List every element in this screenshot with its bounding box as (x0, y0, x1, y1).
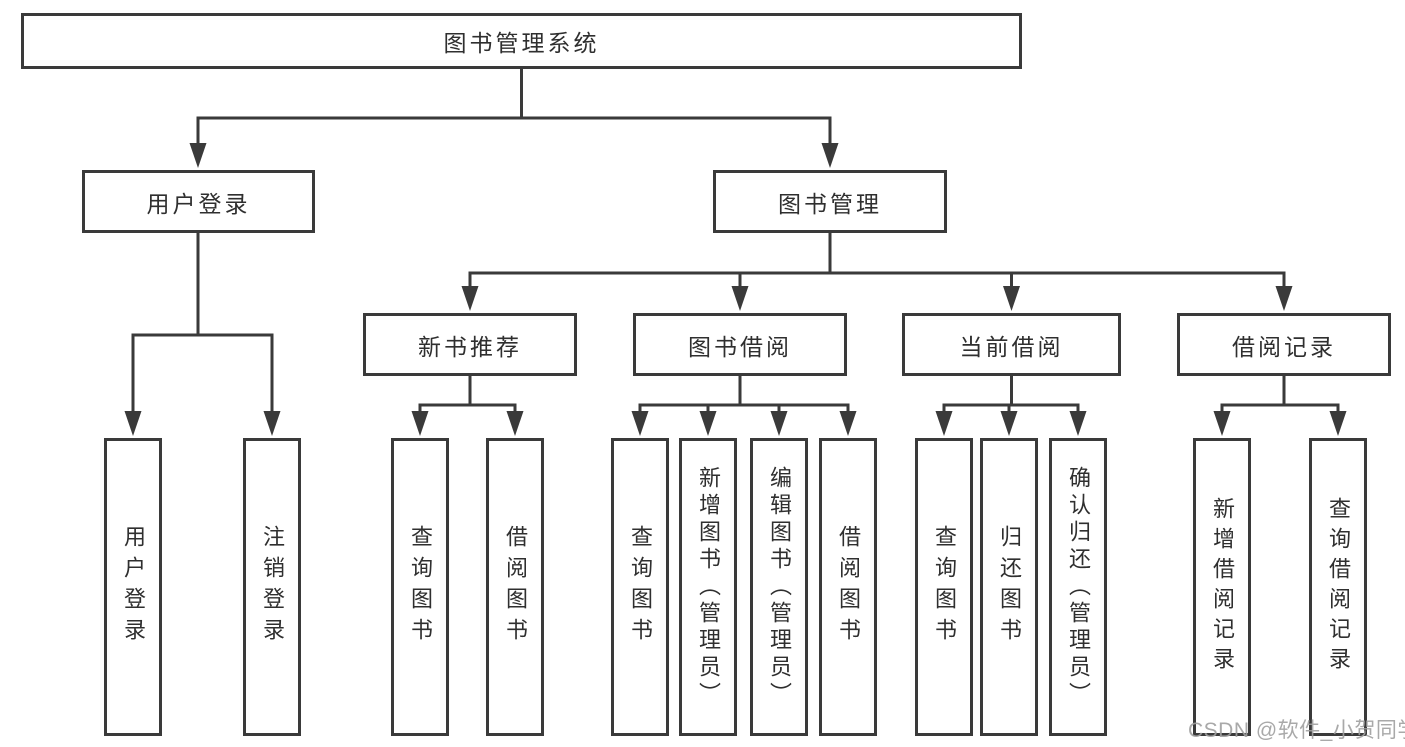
connector-current-borrowing-to-leaves (935, 376, 1087, 436)
node-new-book-recommend: 新书推荐 (363, 313, 577, 376)
connector-book-borrowing-to-leaves (631, 376, 857, 436)
node-label: 编辑图书（管理员） (767, 465, 792, 709)
node-label: 新增图书（管理员） (696, 465, 721, 709)
node-label: 归还图书 (997, 525, 1022, 649)
node-label: 图书管理系统 (443, 30, 600, 56)
node-label: 图书管理 (778, 190, 882, 217)
leaf-add-books-admin: 新增图书（管理员） (679, 438, 737, 736)
node-label: 注销登录 (260, 525, 285, 649)
node-book-borrowing: 图书借阅 (633, 313, 847, 376)
connector-new-book-recommend-to-leaves (411, 376, 524, 436)
node-label: 用户登录 (146, 190, 251, 217)
node-label: 当前借阅 (959, 333, 1064, 360)
node-library-system: 图书管理系统 (21, 13, 1022, 69)
node-label: 确认归还（管理员） (1066, 465, 1091, 709)
node-label: 查询图书 (408, 525, 433, 649)
connector-user-login-to-leaves (124, 233, 281, 436)
leaf-confirm-return-admin: 确认归还（管理员） (1049, 438, 1107, 736)
connector-book-management-to-level2 (461, 233, 1293, 311)
leaf-borrow-books-borrowing: 借阅图书 (819, 438, 877, 736)
leaf-add-borrow-record: 新增借阅记录 (1193, 438, 1251, 736)
node-label: 借阅记录 (1232, 333, 1336, 360)
node-borrowing-records: 借阅记录 (1177, 313, 1391, 376)
leaf-user-login: 用户登录 (104, 438, 162, 736)
leaf-query-borrow-record: 查询借阅记录 (1309, 438, 1367, 736)
node-label: 新增借阅记录 (1210, 497, 1235, 677)
node-label: 用户登录 (121, 525, 146, 649)
leaf-query-books-recommend: 查询图书 (391, 438, 449, 736)
leaf-query-books-borrowing: 查询图书 (611, 438, 669, 736)
leaf-edit-books-admin: 编辑图书（管理员） (750, 438, 808, 736)
node-label: 查询图书 (932, 525, 957, 649)
node-current-borrowing: 当前借阅 (902, 313, 1121, 376)
node-label: 图书借阅 (688, 333, 792, 360)
leaf-query-books-current: 查询图书 (915, 438, 973, 736)
leaf-return-books: 归还图书 (980, 438, 1038, 736)
node-label: 查询图书 (628, 525, 653, 649)
node-label: 借阅图书 (503, 525, 528, 649)
leaf-logout: 注销登录 (243, 438, 301, 736)
connector-borrowing-records-to-leaves (1213, 376, 1347, 436)
leaf-borrow-books-recommend: 借阅图书 (486, 438, 544, 736)
node-label: 新书推荐 (418, 333, 522, 360)
node-book-management: 图书管理 (713, 170, 947, 233)
node-user-login: 用户登录 (82, 170, 315, 233)
watermark: CSDN @软件_小贺同学 (1188, 719, 1405, 742)
node-label: 借阅图书 (836, 525, 861, 649)
connector-root-to-level1 (189, 69, 839, 168)
node-label: 查询借阅记录 (1326, 497, 1351, 677)
